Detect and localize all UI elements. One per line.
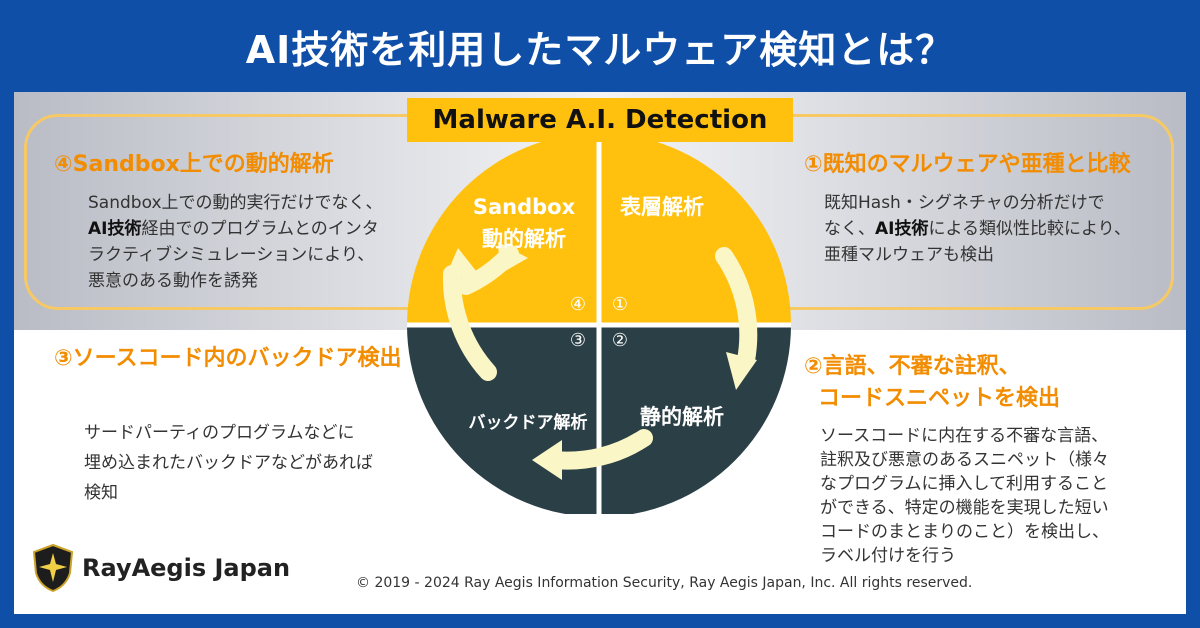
quadrant-3-label: バックドア解析 bbox=[469, 412, 588, 433]
section-3-heading: ③ソースコード内のバックドア検出 bbox=[54, 346, 402, 371]
section-2-heading-line1: ②言語、不審な註釈、 bbox=[804, 354, 1021, 379]
quadrant-1-label: 表層解析 bbox=[620, 195, 704, 219]
company-logo: RayAegis Japan bbox=[32, 543, 290, 593]
section-2-body: ソースコードに内在する不審な言語、 註釈及び悪意のあるスニペット（様々 なプログ… bbox=[820, 426, 1109, 566]
arrowhead-4 bbox=[498, 242, 528, 274]
section-4-heading: ④Sandbox上での動的解析 bbox=[54, 152, 334, 177]
page-title: AI技術を利用したマルウェア検知とは？ bbox=[245, 27, 955, 72]
quadrant-2-label: 静的解析 bbox=[640, 405, 724, 429]
cycle-arrow-1-to-2 bbox=[715, 247, 758, 369]
arrowhead-2 bbox=[532, 440, 562, 480]
content-panel: Sandbox 動的解析 表層解析 静的解析 バックドア解析 ④ ① ③ ② M… bbox=[14, 92, 1186, 614]
marker-1: ① bbox=[612, 294, 628, 315]
analysis-cycle-diagram: Sandbox 動的解析 表層解析 静的解析 バックドア解析 ④ ① ③ ② bbox=[407, 134, 791, 514]
marker-4: ④ bbox=[570, 294, 586, 315]
cycle-arrow-3-to-4 bbox=[442, 265, 497, 381]
section-1-body: 既知Hash・シグネチャの分析だけで なく、AI技術による類似性比較により、 亜… bbox=[824, 193, 1131, 265]
quadrant-4-label-line1: Sandbox bbox=[473, 195, 576, 219]
section-3-body: サードパーティのプログラムなどに 埋め込まれたバックドアなどがあれば 検知 bbox=[84, 423, 373, 503]
section-4-body: Sandbox上での動的実行だけでなく、 AI技術経由でのプログラムとのインタ … bbox=[88, 193, 383, 291]
company-logo-text: RayAegis Japan bbox=[82, 554, 291, 582]
detection-badge: Malware A.I. Detection bbox=[407, 98, 793, 142]
arrowhead-1 bbox=[726, 352, 757, 390]
section-1-heading: ①既知のマルウェアや亜種と比較 bbox=[804, 152, 1131, 177]
copyright-notice: © 2019 - 2024 Ray Aegis Information Secu… bbox=[356, 575, 973, 591]
quadrant-4-label-line2: 動的解析 bbox=[482, 227, 566, 251]
section-2-heading-line2: コードスニペットを検出 bbox=[818, 386, 1061, 411]
marker-3: ③ bbox=[570, 330, 586, 351]
cycle-arrow-2-to-3 bbox=[545, 429, 653, 470]
arrowhead-3 bbox=[444, 248, 480, 280]
shield-icon bbox=[32, 543, 74, 593]
marker-2: ② bbox=[612, 330, 628, 351]
